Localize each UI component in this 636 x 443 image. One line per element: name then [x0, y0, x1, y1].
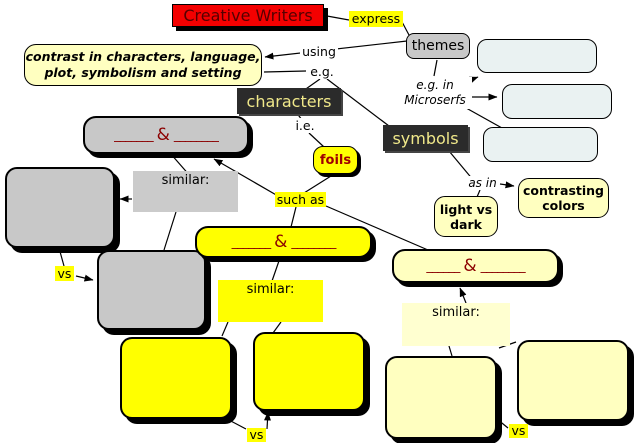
empty-node-yellow-2[interactable] [253, 332, 365, 411]
node-creative-writers[interactable]: Creative Writers [172, 4, 324, 27]
link-label-eg-in-microserfs[interactable]: e.g. in Microserfs [398, 77, 472, 109]
empty-node-pale-1[interactable] [385, 356, 497, 439]
link-label-vs-center[interactable]: vs [247, 428, 266, 442]
empty-node-yellow-1[interactable] [120, 337, 232, 419]
link-label-express[interactable]: express [349, 11, 403, 27]
blank-left: ______ [426, 258, 460, 274]
light-vs-dark-line-1: light vs [439, 201, 493, 217]
empty-node-gray-1[interactable] [5, 167, 115, 248]
blank-left: _______ [114, 127, 153, 143]
node-light-vs-dark[interactable]: light vs dark [434, 196, 498, 237]
ampersand: & [463, 256, 477, 276]
empty-node-pale-2[interactable] [517, 340, 629, 421]
microserfs-line-2: Microserfs [404, 93, 466, 107]
link-label-vs-right[interactable]: vs [509, 424, 528, 438]
node-themes[interactable]: themes [406, 33, 470, 59]
link-label-such-as[interactable]: such as [275, 192, 326, 207]
node-contrasting-colors[interactable]: contrasting colors [518, 178, 609, 218]
empty-node-blue-1[interactable] [477, 39, 597, 73]
node-characters[interactable]: characters [237, 88, 341, 114]
blank-left: _______ [231, 234, 271, 250]
node-blank-pair-pale[interactable]: ______ & ________ [392, 249, 559, 283]
link-label-eg[interactable]: e.g. [306, 64, 338, 79]
empty-node-blue-2[interactable] [502, 84, 612, 119]
link-label-ie[interactable]: i.e. [291, 118, 319, 133]
blank-right: ________ [480, 258, 526, 274]
node-similar-gray[interactable]: similar: [133, 171, 238, 212]
blank-right: ________ [291, 234, 336, 250]
contrast-line-1: contrast in characters, language, [25, 49, 261, 64]
ampersand: & [156, 125, 170, 145]
node-symbols[interactable]: symbols [383, 125, 468, 151]
node-similar-pale[interactable]: similar: [402, 303, 510, 346]
contrast-line-2: plot, symbolism and setting [44, 65, 242, 80]
contrasting-colors-line-2: colors [542, 198, 585, 213]
empty-node-gray-2[interactable] [97, 250, 206, 330]
node-contrast-description[interactable]: contrast in characters, language, plot, … [24, 44, 262, 86]
microserfs-line-1: e.g. in [416, 78, 454, 92]
node-foils[interactable]: foils [313, 146, 358, 174]
contrasting-colors-line-1: contrasting [522, 183, 605, 198]
node-blank-pair-yellow[interactable]: _______ & ________ [195, 226, 372, 258]
node-blank-pair-gray[interactable]: _______ & ________ [83, 116, 249, 154]
blank-right: ________ [173, 127, 219, 143]
light-vs-dark-line-2: dark [450, 216, 482, 232]
link-label-vs-left[interactable]: vs [55, 266, 74, 281]
link-label-using[interactable]: using [300, 45, 338, 59]
link-label-as-in[interactable]: as in [466, 176, 499, 190]
node-similar-yellow[interactable]: similar: [218, 280, 323, 322]
ampersand: & [274, 232, 288, 252]
empty-node-blue-3[interactable] [483, 127, 598, 162]
